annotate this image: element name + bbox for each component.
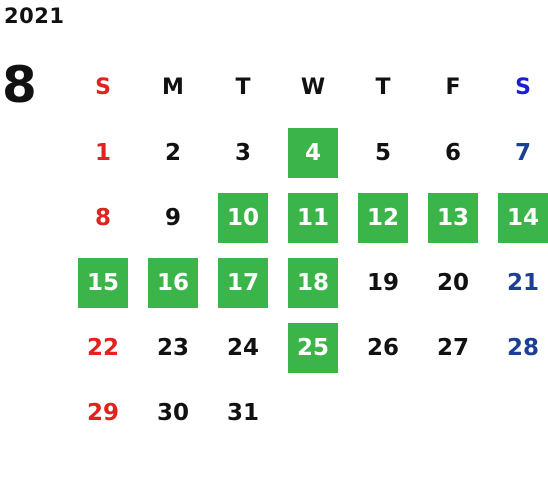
day-cell-27[interactable]: 27: [418, 315, 488, 380]
calendar-year: 2021: [4, 4, 65, 28]
day-cell-22[interactable]: 22: [68, 315, 138, 380]
empty-cell: [348, 380, 418, 445]
day-cell-23[interactable]: 23: [138, 315, 208, 380]
day-cell-17[interactable]: 17: [208, 250, 278, 315]
day-cell-12[interactable]: 12: [348, 185, 418, 250]
calendar-month: 8: [2, 56, 37, 114]
day-label: [288, 388, 338, 438]
day-label: 21: [506, 269, 539, 296]
highlighted-day-label: 13: [428, 192, 478, 243]
day-label: 3: [234, 139, 251, 166]
day-cell-7[interactable]: 7: [488, 120, 548, 185]
day-cell-29[interactable]: 29: [68, 380, 138, 445]
day-cell-15[interactable]: 15: [68, 250, 138, 315]
weekday-header-sun: S: [95, 75, 111, 100]
day-cell-26[interactable]: 26: [348, 315, 418, 380]
highlighted-day-label: 17: [218, 257, 268, 308]
highlighted-day-label: 18: [288, 257, 338, 308]
weekday-header-tue: T: [235, 75, 251, 100]
highlighted-day-label: 14: [498, 192, 548, 243]
day-label: 31: [226, 399, 259, 426]
day-label: 27: [436, 334, 469, 361]
day-cell-3[interactable]: 3: [208, 120, 278, 185]
highlighted-day-label: 12: [358, 192, 408, 243]
day-cell-10[interactable]: 10: [208, 185, 278, 250]
day-label: 5: [374, 139, 391, 166]
day-cell-18[interactable]: 18: [278, 250, 348, 315]
day-cell-14[interactable]: 14: [488, 185, 548, 250]
day-label: 22: [86, 334, 119, 361]
empty-cell: [488, 380, 548, 445]
day-cell-16[interactable]: 16: [138, 250, 208, 315]
day-label: 26: [366, 334, 399, 361]
day-cell-20[interactable]: 20: [418, 250, 488, 315]
highlighted-day-label: 25: [288, 322, 338, 373]
day-cell-8[interactable]: 8: [68, 185, 138, 250]
weekday-header-thu: T: [375, 75, 391, 100]
day-label: [428, 388, 478, 438]
highlighted-day-label: 4: [288, 127, 338, 178]
weekday-header-sat: S: [515, 75, 531, 100]
highlighted-day-label: 16: [148, 257, 198, 308]
day-cell-1[interactable]: 1: [68, 120, 138, 185]
day-cell-5[interactable]: 5: [348, 120, 418, 185]
day-label: 20: [436, 269, 469, 296]
day-cell-4[interactable]: 4: [278, 120, 348, 185]
day-label: 23: [156, 334, 189, 361]
day-label: 6: [444, 139, 461, 166]
highlighted-day-label: 11: [288, 192, 338, 243]
day-cell-11[interactable]: 11: [278, 185, 348, 250]
day-cell-21[interactable]: 21: [488, 250, 548, 315]
day-cell-28[interactable]: 28: [488, 315, 548, 380]
day-label: 8: [94, 204, 111, 231]
day-label: [358, 388, 408, 438]
day-label: 2: [164, 139, 181, 166]
day-cell-9[interactable]: 9: [138, 185, 208, 250]
day-label: 30: [156, 399, 189, 426]
day-label: 7: [514, 139, 531, 166]
day-label: 24: [226, 334, 259, 361]
day-cell-19[interactable]: 19: [348, 250, 418, 315]
highlighted-day-label: 15: [78, 257, 128, 308]
day-label: 1: [94, 139, 111, 166]
day-cell-31[interactable]: 31: [208, 380, 278, 445]
day-cell-24[interactable]: 24: [208, 315, 278, 380]
day-cell-6[interactable]: 6: [418, 120, 488, 185]
day-cell-2[interactable]: 2: [138, 120, 208, 185]
weekday-header-wed: W: [300, 75, 326, 100]
day-label: 29: [86, 399, 119, 426]
day-label: 9: [164, 204, 181, 231]
empty-cell: [278, 380, 348, 445]
day-cell-30[interactable]: 30: [138, 380, 208, 445]
highlighted-day-label: 10: [218, 192, 268, 243]
day-label: 28: [506, 334, 539, 361]
weekday-header-fri: F: [445, 75, 461, 100]
day-cell-25[interactable]: 25: [278, 315, 348, 380]
day-label: [498, 388, 548, 438]
day-cell-13[interactable]: 13: [418, 185, 488, 250]
empty-cell: [418, 380, 488, 445]
weekday-header-mon: M: [162, 75, 184, 100]
day-label: 19: [366, 269, 399, 296]
